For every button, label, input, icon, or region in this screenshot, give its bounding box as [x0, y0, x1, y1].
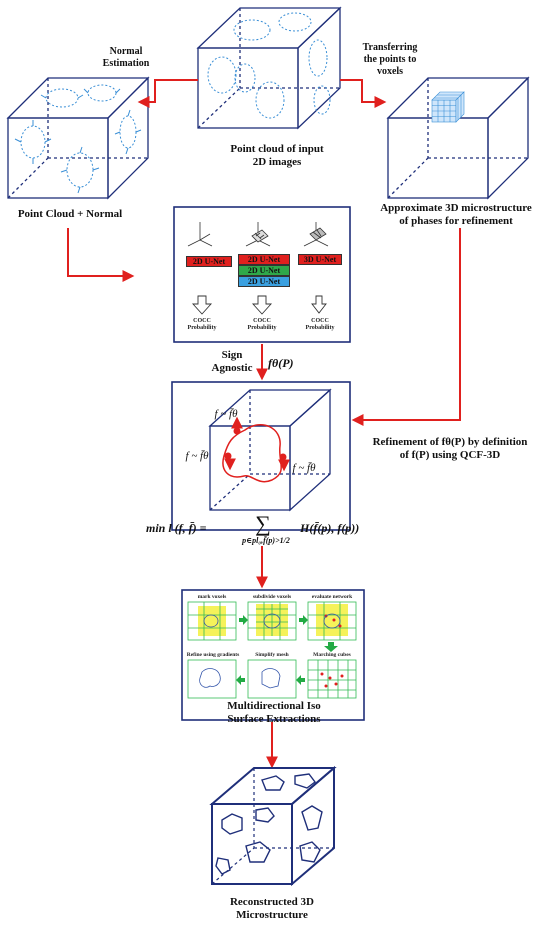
unet-down-arrows [191, 295, 327, 315]
unet-axes-icons [187, 222, 329, 247]
sdf-surface-curve [222, 416, 290, 483]
cube-annotation-upper: f ~ f̄θ [214, 408, 238, 420]
normal-vectors [14, 84, 142, 194]
iso-step-4: Refine using gradients [186, 652, 240, 658]
iso-step-5: Simplify mesh [255, 652, 289, 658]
unet-block-3: 2D U-Net [238, 265, 290, 276]
cube-annotation-left: f ~ f̄θ [185, 450, 209, 462]
iso-step-1: mark voxels [197, 594, 227, 600]
sdf-cube [208, 388, 332, 512]
f-theta-label: fθ(P) [268, 356, 294, 370]
refinement-label: Refinement of fθ(P) by definition of f(P… [372, 436, 528, 461]
flow-arrows [67, 79, 461, 769]
unet-block-1: 2D U-Net [186, 256, 232, 267]
input-point-rings [207, 12, 331, 119]
reconstructed-cube [209, 765, 337, 887]
sign-agnostic-label: Sign Agnostic [211, 349, 253, 374]
unet-output-2: COCC Probability [247, 318, 277, 331]
normal-cube [6, 76, 150, 200]
loss-lhs: min l (f, f̄) = [146, 521, 207, 535]
approximate-label: Approximate 3D microstructure of phases … [380, 202, 532, 227]
sdf-panel-box [171, 381, 351, 531]
iso-step-3: evaluate network [311, 594, 353, 600]
point-cloud-normal-label: Point Cloud + Normal [17, 208, 123, 220]
unet-block-5: 3D U-Net [298, 254, 342, 265]
iso-step-arrows [236, 615, 338, 685]
unet-block-4: 2D U-Net [238, 276, 290, 287]
loss-subscript: p∈pl₀,f̄(p)>1/2 [242, 536, 290, 545]
unet-block-2: 2D U-Net [238, 254, 290, 265]
unet-output-1: COCC Probability [187, 318, 217, 331]
voxel-grid [431, 91, 465, 123]
transferring-label: Transferring the points to voxels [362, 42, 418, 77]
multidirectional-label: Multidirectional Iso Surface Extractions [227, 700, 321, 725]
iso-step-2: subdivide voxels [252, 594, 292, 600]
loss-rhs: H(f̄(p), f(p)) [300, 521, 360, 535]
input-point-cloud-label: Point cloud of input 2D images [230, 143, 324, 168]
iso-step-6: Marching cubes [313, 652, 351, 658]
reconstructed-label: Reconstructed 3D Microstructure [229, 896, 314, 921]
unet-output-3: COCC Probability [305, 318, 335, 331]
normal-estimation-label: Normal Estimation [102, 46, 150, 69]
iso-step-cells [187, 601, 357, 699]
reconstructed-grains [215, 773, 323, 875]
input-point-cloud-cube [196, 6, 342, 130]
cube-annotation-right: f ~ f̄θ [292, 462, 316, 474]
loss-sum: ∑ [255, 511, 271, 536]
